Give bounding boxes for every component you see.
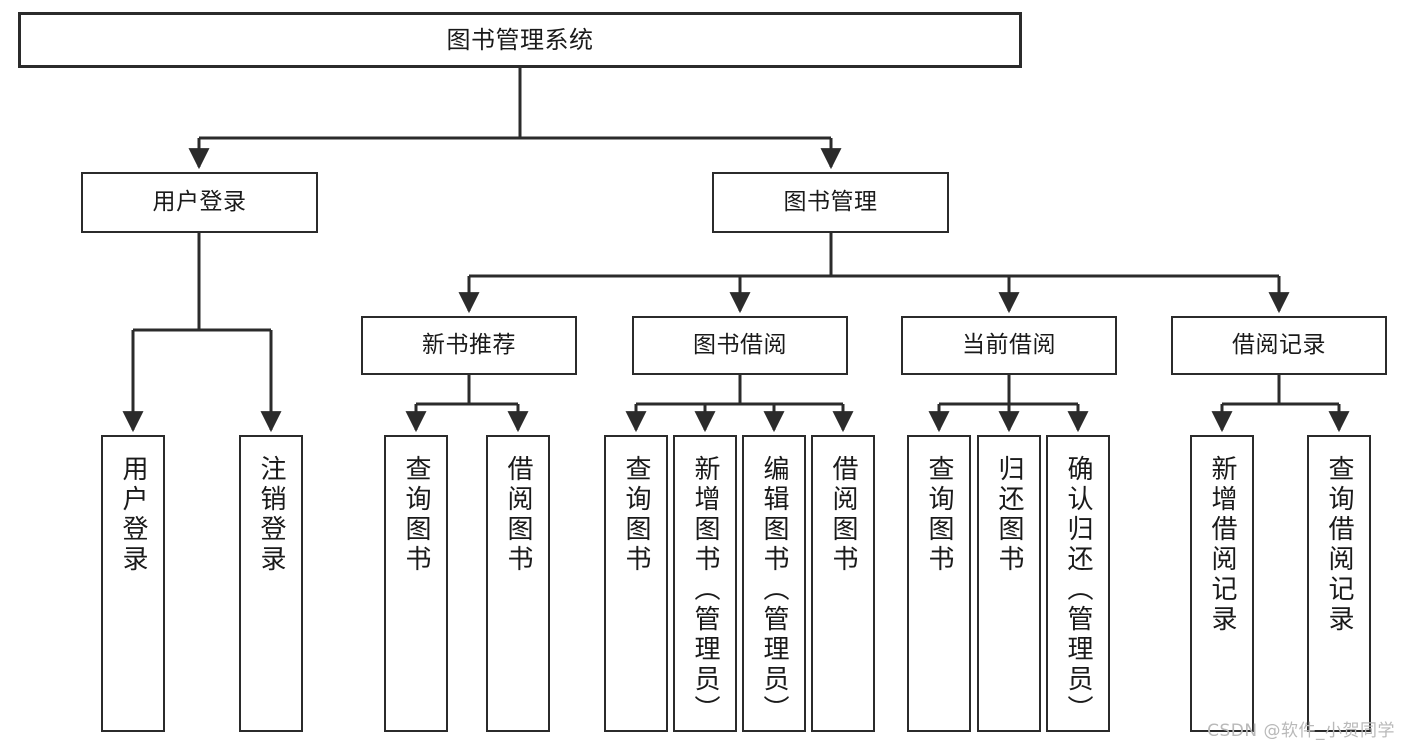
node-new-book-recommend[interactable]: 新书推荐	[361, 316, 577, 375]
leaf-current-confirm-return-admin[interactable]: 确认归还（管理员）	[1046, 435, 1110, 732]
node-label: 归还图书	[994, 455, 1024, 575]
node-label: 借阅记录	[1232, 331, 1326, 358]
leaf-new-book-query-book[interactable]: 查询图书	[384, 435, 448, 732]
leaf-borrow-borrow-book[interactable]: 借阅图书	[811, 435, 875, 732]
node-label: 借阅图书	[828, 455, 858, 575]
leaf-user-login-logout[interactable]: 注销登录	[239, 435, 303, 732]
node-book-borrow[interactable]: 图书借阅	[632, 316, 848, 375]
leaf-borrow-edit-book-admin[interactable]: 编辑图书（管理员）	[742, 435, 806, 732]
node-label: 新书推荐	[422, 331, 516, 358]
node-label: 查询图书	[924, 455, 954, 575]
node-label: 图书管理	[783, 188, 878, 215]
node-label: 确认归还（管理员）	[1063, 455, 1093, 725]
node-current-borrow[interactable]: 当前借阅	[901, 316, 1117, 375]
leaf-borrow-query-book[interactable]: 查询图书	[604, 435, 668, 732]
node-label: 编辑图书（管理员）	[759, 455, 789, 725]
node-borrow-records[interactable]: 借阅记录	[1171, 316, 1387, 375]
node-label: 新增借阅记录	[1207, 455, 1237, 635]
leaf-records-query-borrow-record[interactable]: 查询借阅记录	[1307, 435, 1371, 732]
node-label: 用户登录	[118, 455, 148, 575]
node-label: 图书借阅	[693, 331, 787, 358]
leaf-user-login-login[interactable]: 用户登录	[101, 435, 165, 732]
leaf-records-add-borrow-record[interactable]: 新增借阅记录	[1190, 435, 1254, 732]
node-label: 新增图书（管理员）	[690, 455, 720, 725]
leaf-current-return-book[interactable]: 归还图书	[977, 435, 1041, 732]
leaf-borrow-add-book-admin[interactable]: 新增图书（管理员）	[673, 435, 737, 732]
node-label: 用户登录	[152, 188, 247, 215]
node-root-book-management-system[interactable]: 图书管理系统	[18, 12, 1022, 68]
node-label: 借阅图书	[503, 455, 533, 575]
node-label: 查询图书	[401, 455, 431, 575]
node-label: 查询图书	[621, 455, 651, 575]
node-label: 当前借阅	[962, 331, 1056, 358]
leaf-current-query-book[interactable]: 查询图书	[907, 435, 971, 732]
csdn-watermark: CSDN @软件_小贺同学	[1207, 721, 1395, 741]
node-label: 查询借阅记录	[1324, 455, 1354, 635]
leaf-new-book-borrow-book[interactable]: 借阅图书	[486, 435, 550, 732]
node-book-management[interactable]: 图书管理	[712, 172, 949, 233]
node-user-login[interactable]: 用户登录	[81, 172, 318, 233]
node-label: 注销登录	[256, 455, 286, 575]
node-label: 图书管理系统	[446, 25, 594, 54]
